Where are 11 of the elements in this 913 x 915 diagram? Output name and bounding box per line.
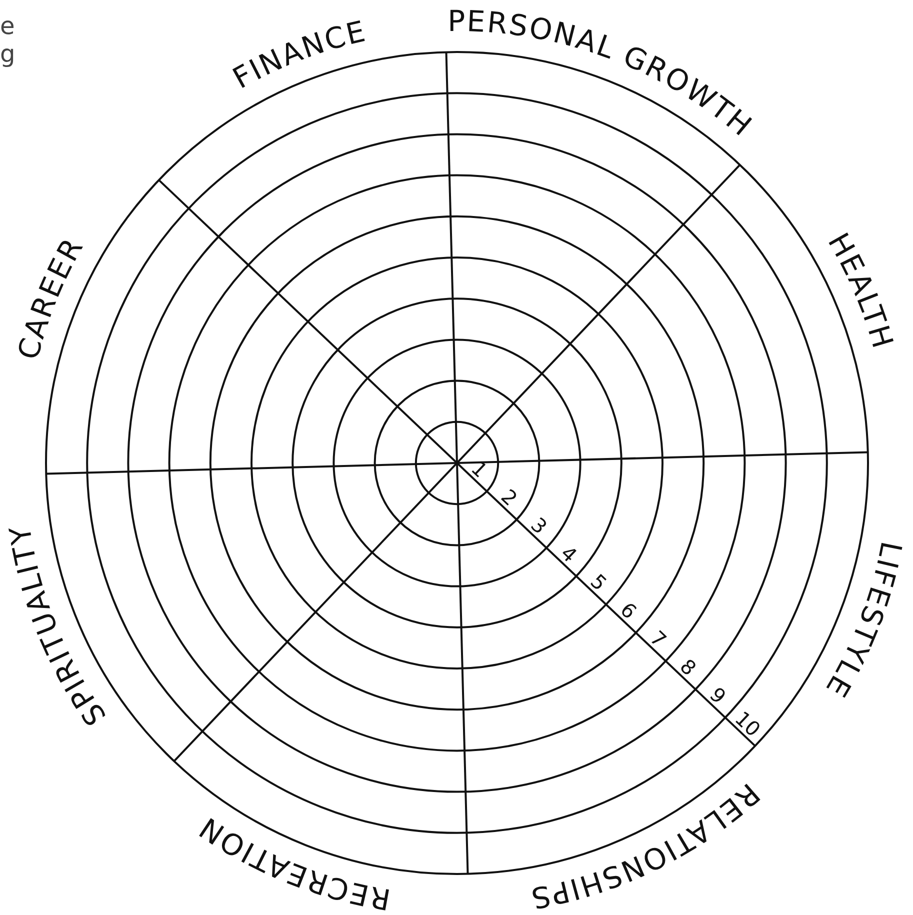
scale-number: 7 bbox=[645, 626, 672, 652]
scale-number: 4 bbox=[556, 540, 582, 568]
scale-number: 5 bbox=[586, 569, 612, 596]
scale-number: 2 bbox=[496, 484, 522, 511]
scale-number: 10 bbox=[730, 706, 766, 742]
scale-number: 8 bbox=[675, 654, 702, 680]
scale-number: 6 bbox=[616, 598, 642, 624]
scale-number: 9 bbox=[705, 682, 731, 709]
scale-number: 3 bbox=[526, 512, 552, 539]
text-fragment: g bbox=[0, 42, 16, 66]
text-fragment: e bbox=[0, 14, 15, 38]
